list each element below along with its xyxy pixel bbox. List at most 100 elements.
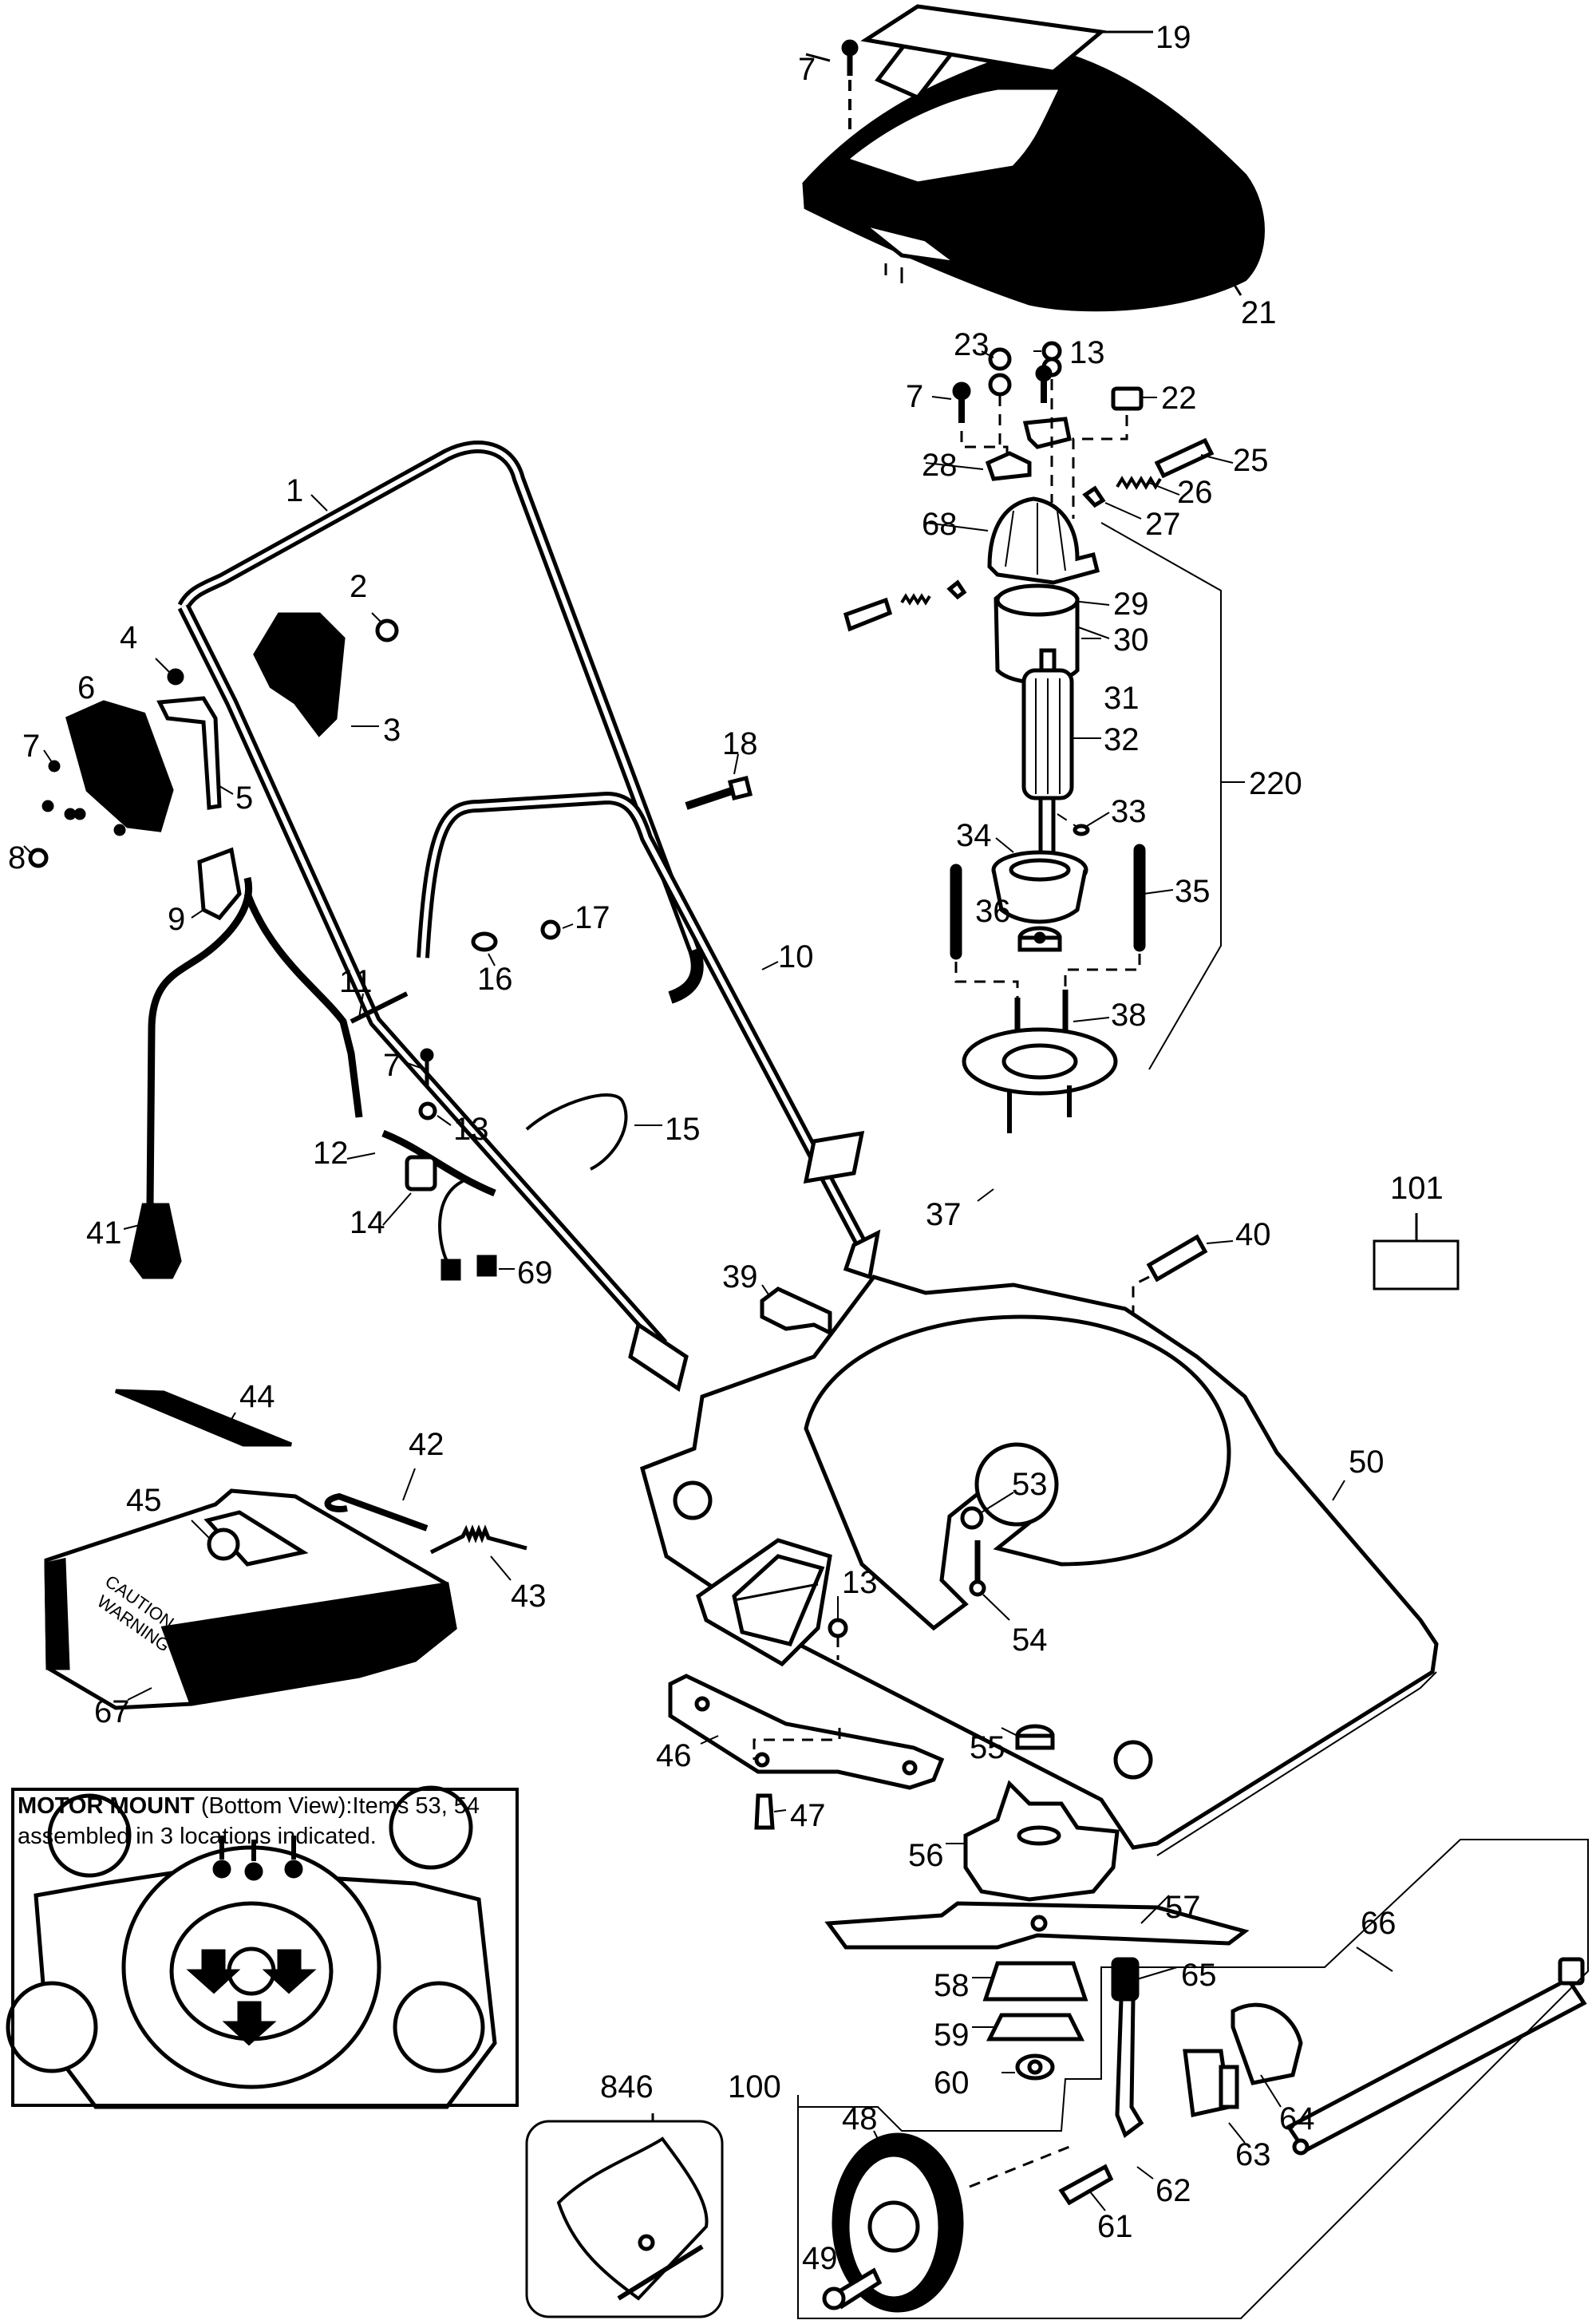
block-part-22 bbox=[1111, 386, 1144, 411]
cord-part-11 bbox=[243, 892, 409, 1118]
callout-38: 38 bbox=[1111, 998, 1147, 1033]
spring-part-26 bbox=[1116, 476, 1162, 490]
bolt-part-18 bbox=[685, 775, 753, 810]
callout-2: 2 bbox=[350, 569, 367, 604]
callout-101: 101 bbox=[1390, 1171, 1444, 1206]
callout-220: 220 bbox=[1249, 766, 1302, 801]
wheel-kit-boundary-100 bbox=[797, 1839, 1589, 2319]
callout-66: 66 bbox=[1361, 1906, 1396, 1941]
screw-part-54 bbox=[969, 1540, 986, 1597]
bracket-220 bbox=[1100, 522, 1222, 1070]
washer-part-17 bbox=[540, 919, 561, 940]
rod-part-35-right bbox=[1133, 844, 1146, 952]
callout-35: 35 bbox=[1175, 874, 1211, 909]
screen-part-44 bbox=[115, 1389, 292, 1447]
callout-7: 7 bbox=[383, 1048, 401, 1083]
screw-part-7 bbox=[952, 381, 971, 423]
end-bell-part-34 bbox=[991, 850, 1088, 924]
callout-45: 45 bbox=[126, 1483, 162, 1518]
callout-21: 21 bbox=[1241, 295, 1277, 330]
callout-67: 67 bbox=[94, 1694, 130, 1729]
clamp-part-14 bbox=[405, 1155, 437, 1192]
nut-part-4 bbox=[167, 668, 184, 686]
callout-69: 69 bbox=[517, 1255, 553, 1290]
lever-part-65 bbox=[1111, 1957, 1144, 2138]
brush-part-25 bbox=[1154, 437, 1215, 479]
callout-11: 11 bbox=[339, 964, 373, 999]
callout-labels: 19 7 21 23 13 7 22 28 25 26 27 68 29 30 … bbox=[8, 20, 1444, 2276]
callout-58: 58 bbox=[934, 1968, 970, 2003]
callout-48: 48 bbox=[842, 2101, 878, 2136]
callout-42: 42 bbox=[409, 1427, 444, 1462]
brush-holder-part-68 bbox=[987, 496, 1100, 585]
power-cord-part-41 bbox=[129, 876, 252, 1279]
mower-deck-part-50 bbox=[639, 1275, 1439, 1856]
callout-13: 13 bbox=[842, 1565, 878, 1600]
callout-44: 44 bbox=[239, 1379, 275, 1414]
callout-39: 39 bbox=[722, 1259, 758, 1294]
callout-50: 50 bbox=[1349, 1445, 1385, 1480]
tube-part-5 bbox=[156, 696, 222, 810]
callout-28: 28 bbox=[922, 448, 958, 483]
callout-17: 17 bbox=[575, 900, 610, 935]
callout-65: 65 bbox=[1181, 1958, 1217, 1993]
bracket-part-46 bbox=[668, 1674, 945, 1790]
callout-5: 5 bbox=[235, 781, 253, 816]
brush-left bbox=[843, 579, 967, 632]
callout-8: 8 bbox=[8, 840, 26, 875]
nut-part-13 bbox=[1041, 341, 1062, 377]
callout-31: 31 bbox=[1104, 681, 1140, 716]
callout-54: 54 bbox=[1012, 1622, 1048, 1658]
pin-part-40 bbox=[1146, 1234, 1208, 1283]
callout-22: 22 bbox=[1161, 381, 1197, 416]
callout-26: 26 bbox=[1177, 475, 1213, 510]
handle-grip-part-3 bbox=[253, 612, 346, 737]
grass-catcher-part-67 bbox=[44, 1488, 457, 1710]
wheel-part-48 bbox=[832, 2132, 964, 2313]
handle-end-left bbox=[628, 1321, 689, 1393]
callout-32: 32 bbox=[1104, 722, 1140, 757]
callout-43: 43 bbox=[511, 1579, 547, 1614]
callout-25: 25 bbox=[1233, 443, 1269, 478]
callout-59: 59 bbox=[934, 2018, 970, 2053]
callout-47: 47 bbox=[790, 1798, 826, 1833]
callout-15: 15 bbox=[665, 1112, 701, 1147]
screw-part-7-lower bbox=[420, 1048, 434, 1085]
callout-53: 53 bbox=[1012, 1467, 1048, 1502]
nut-part-2 bbox=[375, 619, 399, 642]
motor-mount-caption: MOTOR MOUNT (Bottom View):Items 53, 54 a… bbox=[18, 1791, 512, 1852]
terminals-part-69 bbox=[438, 1180, 497, 1281]
stator-housing-part-31 bbox=[994, 583, 1080, 685]
callout-62: 62 bbox=[1156, 2173, 1191, 2208]
bolt-part-49 bbox=[822, 2267, 883, 2310]
clip-part-15 bbox=[525, 1093, 628, 1171]
rod-part-42 bbox=[324, 1492, 429, 1532]
callout-7: 7 bbox=[798, 52, 816, 87]
callout-3: 3 bbox=[383, 713, 401, 748]
callout-64: 64 bbox=[1279, 2101, 1315, 2136]
box-part-101 bbox=[1373, 1239, 1460, 1290]
callout-37: 37 bbox=[926, 1197, 962, 1232]
callout-19: 19 bbox=[1156, 20, 1191, 55]
callout-9: 9 bbox=[168, 902, 185, 937]
switch-bracket bbox=[1022, 417, 1072, 449]
bolt-part-61 bbox=[1058, 2164, 1114, 2206]
nut-part-60 bbox=[1015, 2053, 1055, 2081]
callout-63: 63 bbox=[1235, 2137, 1271, 2172]
callout-7: 7 bbox=[906, 379, 923, 414]
callout-14: 14 bbox=[350, 1205, 385, 1240]
callout-34: 34 bbox=[956, 818, 992, 853]
callout-13: 13 bbox=[453, 1112, 489, 1147]
motor-mount-part-37 bbox=[962, 1027, 1118, 1133]
plate-part-28 bbox=[985, 451, 1032, 481]
callout-29: 29 bbox=[1113, 587, 1149, 622]
rod-part-35-left bbox=[950, 864, 962, 960]
bearing-part-36 bbox=[1017, 926, 1062, 952]
callout-49: 49 bbox=[802, 2241, 838, 2276]
callout-13: 13 bbox=[1069, 335, 1105, 370]
callout-46: 46 bbox=[656, 1738, 692, 1773]
adapter-part-58 bbox=[982, 1961, 1088, 2002]
motor-mount-inset-box bbox=[11, 1788, 519, 2107]
callout-60: 60 bbox=[934, 2065, 970, 2101]
